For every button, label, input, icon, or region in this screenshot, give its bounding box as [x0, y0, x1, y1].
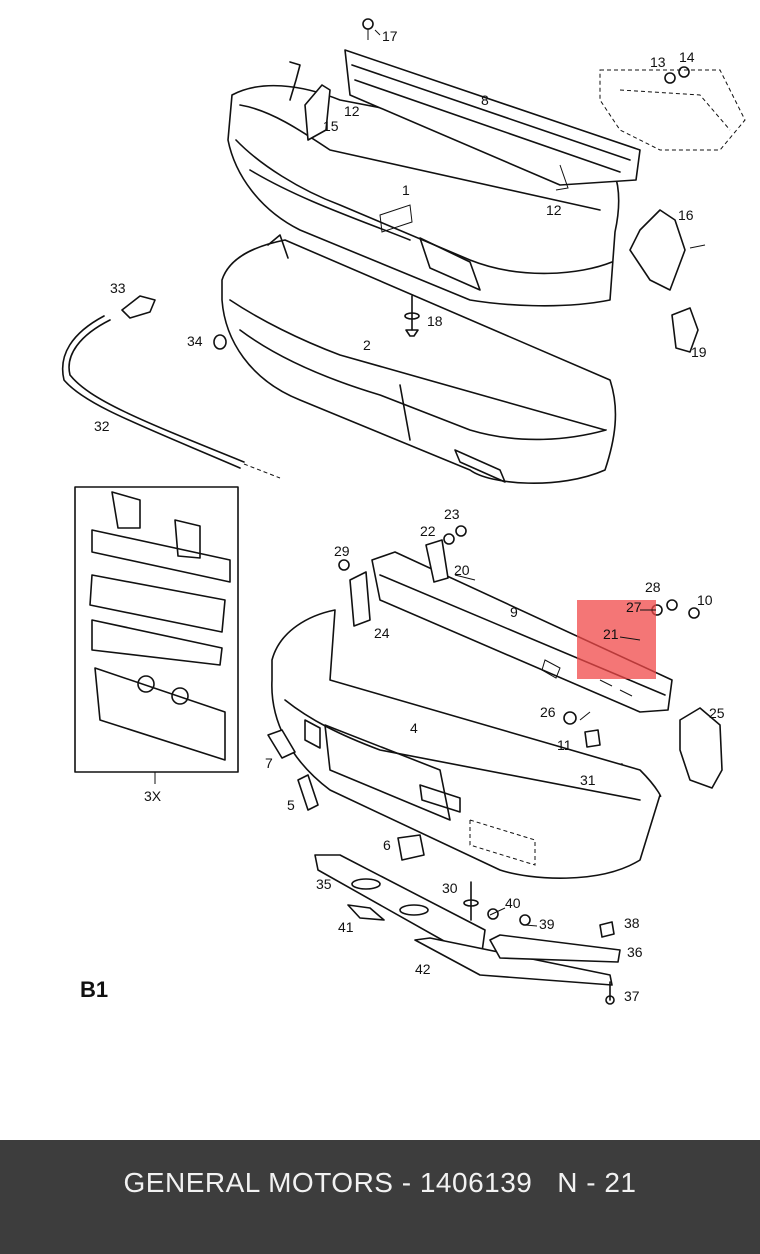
- callout-26: 26: [540, 704, 556, 720]
- callout-labels: 1 2 4 5 6 7 8 9 10 11 12 12 13 14 15 16 …: [80, 28, 725, 1004]
- callout-22: 22: [420, 523, 436, 539]
- callout-17: 17: [382, 28, 398, 44]
- footer-bar: GENERAL MOTORS - 1406139 N - 21: [0, 1140, 760, 1254]
- bracket-24: [349, 571, 371, 627]
- bracket-25: [679, 707, 723, 789]
- callout-35: 35: [316, 876, 332, 892]
- clips-5-6-7: [267, 729, 425, 861]
- footer-separator: -: [393, 1167, 420, 1198]
- callout-25: 25: [709, 705, 725, 721]
- callout-19: 19: [691, 344, 707, 360]
- parts-diagram: 1 2 4 5 6 7 8 9 10 11 12 12 13 14 15 16 …: [61, 18, 746, 1005]
- highlight-box: [577, 600, 656, 679]
- callout-18: 18: [427, 313, 443, 329]
- callout-42: 42: [415, 961, 431, 977]
- callout-20: 20: [454, 562, 470, 578]
- callout-23: 23: [444, 506, 460, 522]
- callout-21: 21: [603, 626, 619, 642]
- callout-11: 11: [557, 737, 572, 753]
- callout-16: 16: [678, 207, 694, 223]
- callout-41: 41: [338, 919, 354, 935]
- callout-12b: 12: [546, 202, 562, 218]
- footer-position-code: N - 21: [557, 1167, 637, 1198]
- callout-28: 28: [645, 579, 661, 595]
- callout-2: 2: [363, 337, 371, 353]
- fastener-18: [404, 295, 420, 337]
- callout-10: 10: [697, 592, 713, 608]
- bracket-15: [304, 18, 374, 141]
- callout-7: 7: [265, 755, 273, 771]
- kit-quantity-label: 3X: [144, 788, 162, 804]
- bracket-20: [425, 539, 449, 583]
- callout-27: 27: [626, 599, 642, 615]
- callout-33: 33: [110, 280, 126, 296]
- callout-31: 31: [580, 772, 596, 788]
- footer-part-number: 1406139: [419, 1167, 533, 1198]
- callout-8: 8: [481, 92, 489, 108]
- callout-14: 14: [679, 49, 695, 65]
- callout-12a: 12: [344, 103, 360, 119]
- callout-13: 13: [650, 54, 666, 70]
- mounting-bracket-16: [629, 209, 706, 353]
- callout-24: 24: [374, 625, 390, 641]
- callout-40: 40: [505, 895, 521, 911]
- footer-text: GENERAL MOTORS - 1406139 N - 21: [124, 1167, 637, 1199]
- callout-34: 34: [187, 333, 203, 349]
- callout-37: 37: [624, 988, 640, 1004]
- valance-parts: [314, 854, 621, 986]
- bumper-cover-2: [221, 234, 617, 484]
- callout-30: 30: [442, 880, 458, 896]
- callout-5: 5: [287, 797, 295, 813]
- body-section-13-14: [599, 66, 746, 151]
- callout-29: 29: [334, 543, 350, 559]
- callout-4: 4: [410, 720, 418, 736]
- callout-1: 1: [402, 182, 410, 198]
- callout-6: 6: [383, 837, 391, 853]
- lower-fasteners: [463, 881, 615, 1005]
- callout-38: 38: [624, 915, 640, 931]
- callout-39: 39: [539, 916, 555, 932]
- callout-32: 32: [94, 418, 110, 434]
- callout-36: 36: [627, 944, 643, 960]
- trim-strip-32: [61, 295, 281, 479]
- callout-9: 9: [510, 604, 518, 620]
- leader-lines: [374, 29, 656, 927]
- callout-15: 15: [323, 118, 339, 134]
- kit-inset: [74, 486, 239, 784]
- section-label: B1: [80, 977, 108, 1002]
- footer-brand: GENERAL MOTORS: [123, 1167, 394, 1198]
- impact-bar-8: [344, 49, 641, 191]
